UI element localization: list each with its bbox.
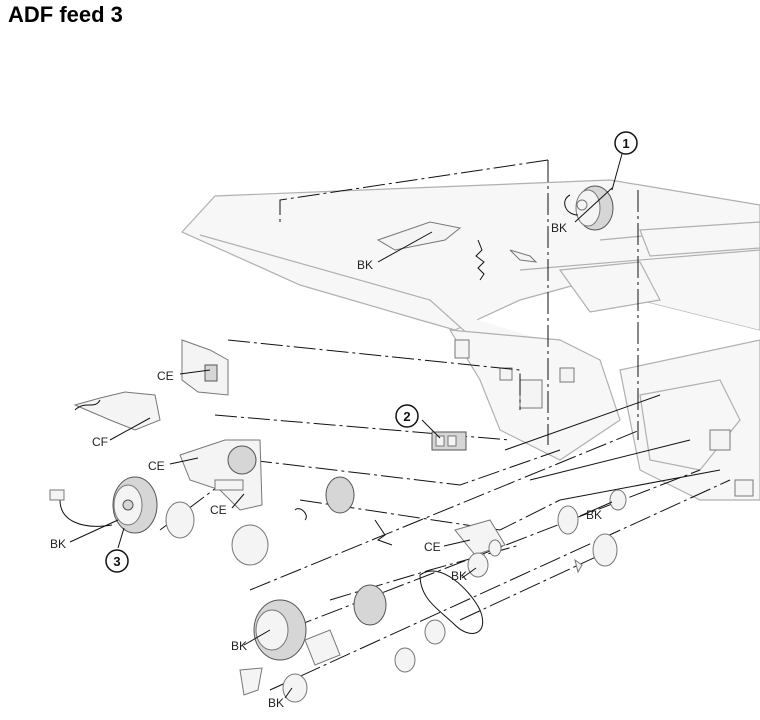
lower-bracket-part: [374, 519, 506, 557]
rollers-and-belt: [419, 489, 627, 634]
label-bk-roller-assembly: BK: [551, 221, 567, 235]
label-ce-gear-shaft-lower: CE: [210, 503, 227, 517]
sensor-part-2: [431, 431, 467, 451]
gear-shaft-assembly: [179, 439, 263, 511]
label-leaders: [69, 153, 623, 699]
label-bk-large-gear: BK: [231, 639, 247, 653]
large-gears-bottom: [239, 584, 446, 703]
label-bk-clutch: BK: [50, 537, 66, 551]
callout-3-number: 3: [113, 554, 120, 569]
label-ce-gear-shaft: CE: [148, 459, 165, 473]
page-title: ADF feed 3: [8, 2, 123, 27]
label-bk-belt: BK: [451, 569, 467, 583]
callout-1-number: 1: [622, 136, 629, 151]
callout-2: 2: [395, 404, 419, 428]
label-ce-lower-bracket: CE: [424, 540, 441, 554]
bracket-part: [181, 339, 229, 396]
label-cf-lever: CF: [92, 435, 108, 449]
label-ce-bracket: CE: [157, 369, 174, 383]
callout-3: 3: [105, 549, 129, 573]
label-bk-roller: BK: [586, 508, 602, 522]
label-bk-spring-arm: BK: [357, 258, 373, 272]
callout-1: 1: [614, 131, 638, 155]
small-gears-left: [165, 476, 355, 566]
spring-arm-part: [376, 221, 538, 281]
clutch-part-3: [49, 476, 158, 534]
callout-2-number: 2: [403, 409, 410, 424]
lever-part: [73, 391, 161, 431]
adf-frame-assembly: [180, 179, 760, 501]
label-bk-bottom-gear: BK: [268, 696, 284, 710]
roller-assembly-part-1: [564, 185, 614, 231]
